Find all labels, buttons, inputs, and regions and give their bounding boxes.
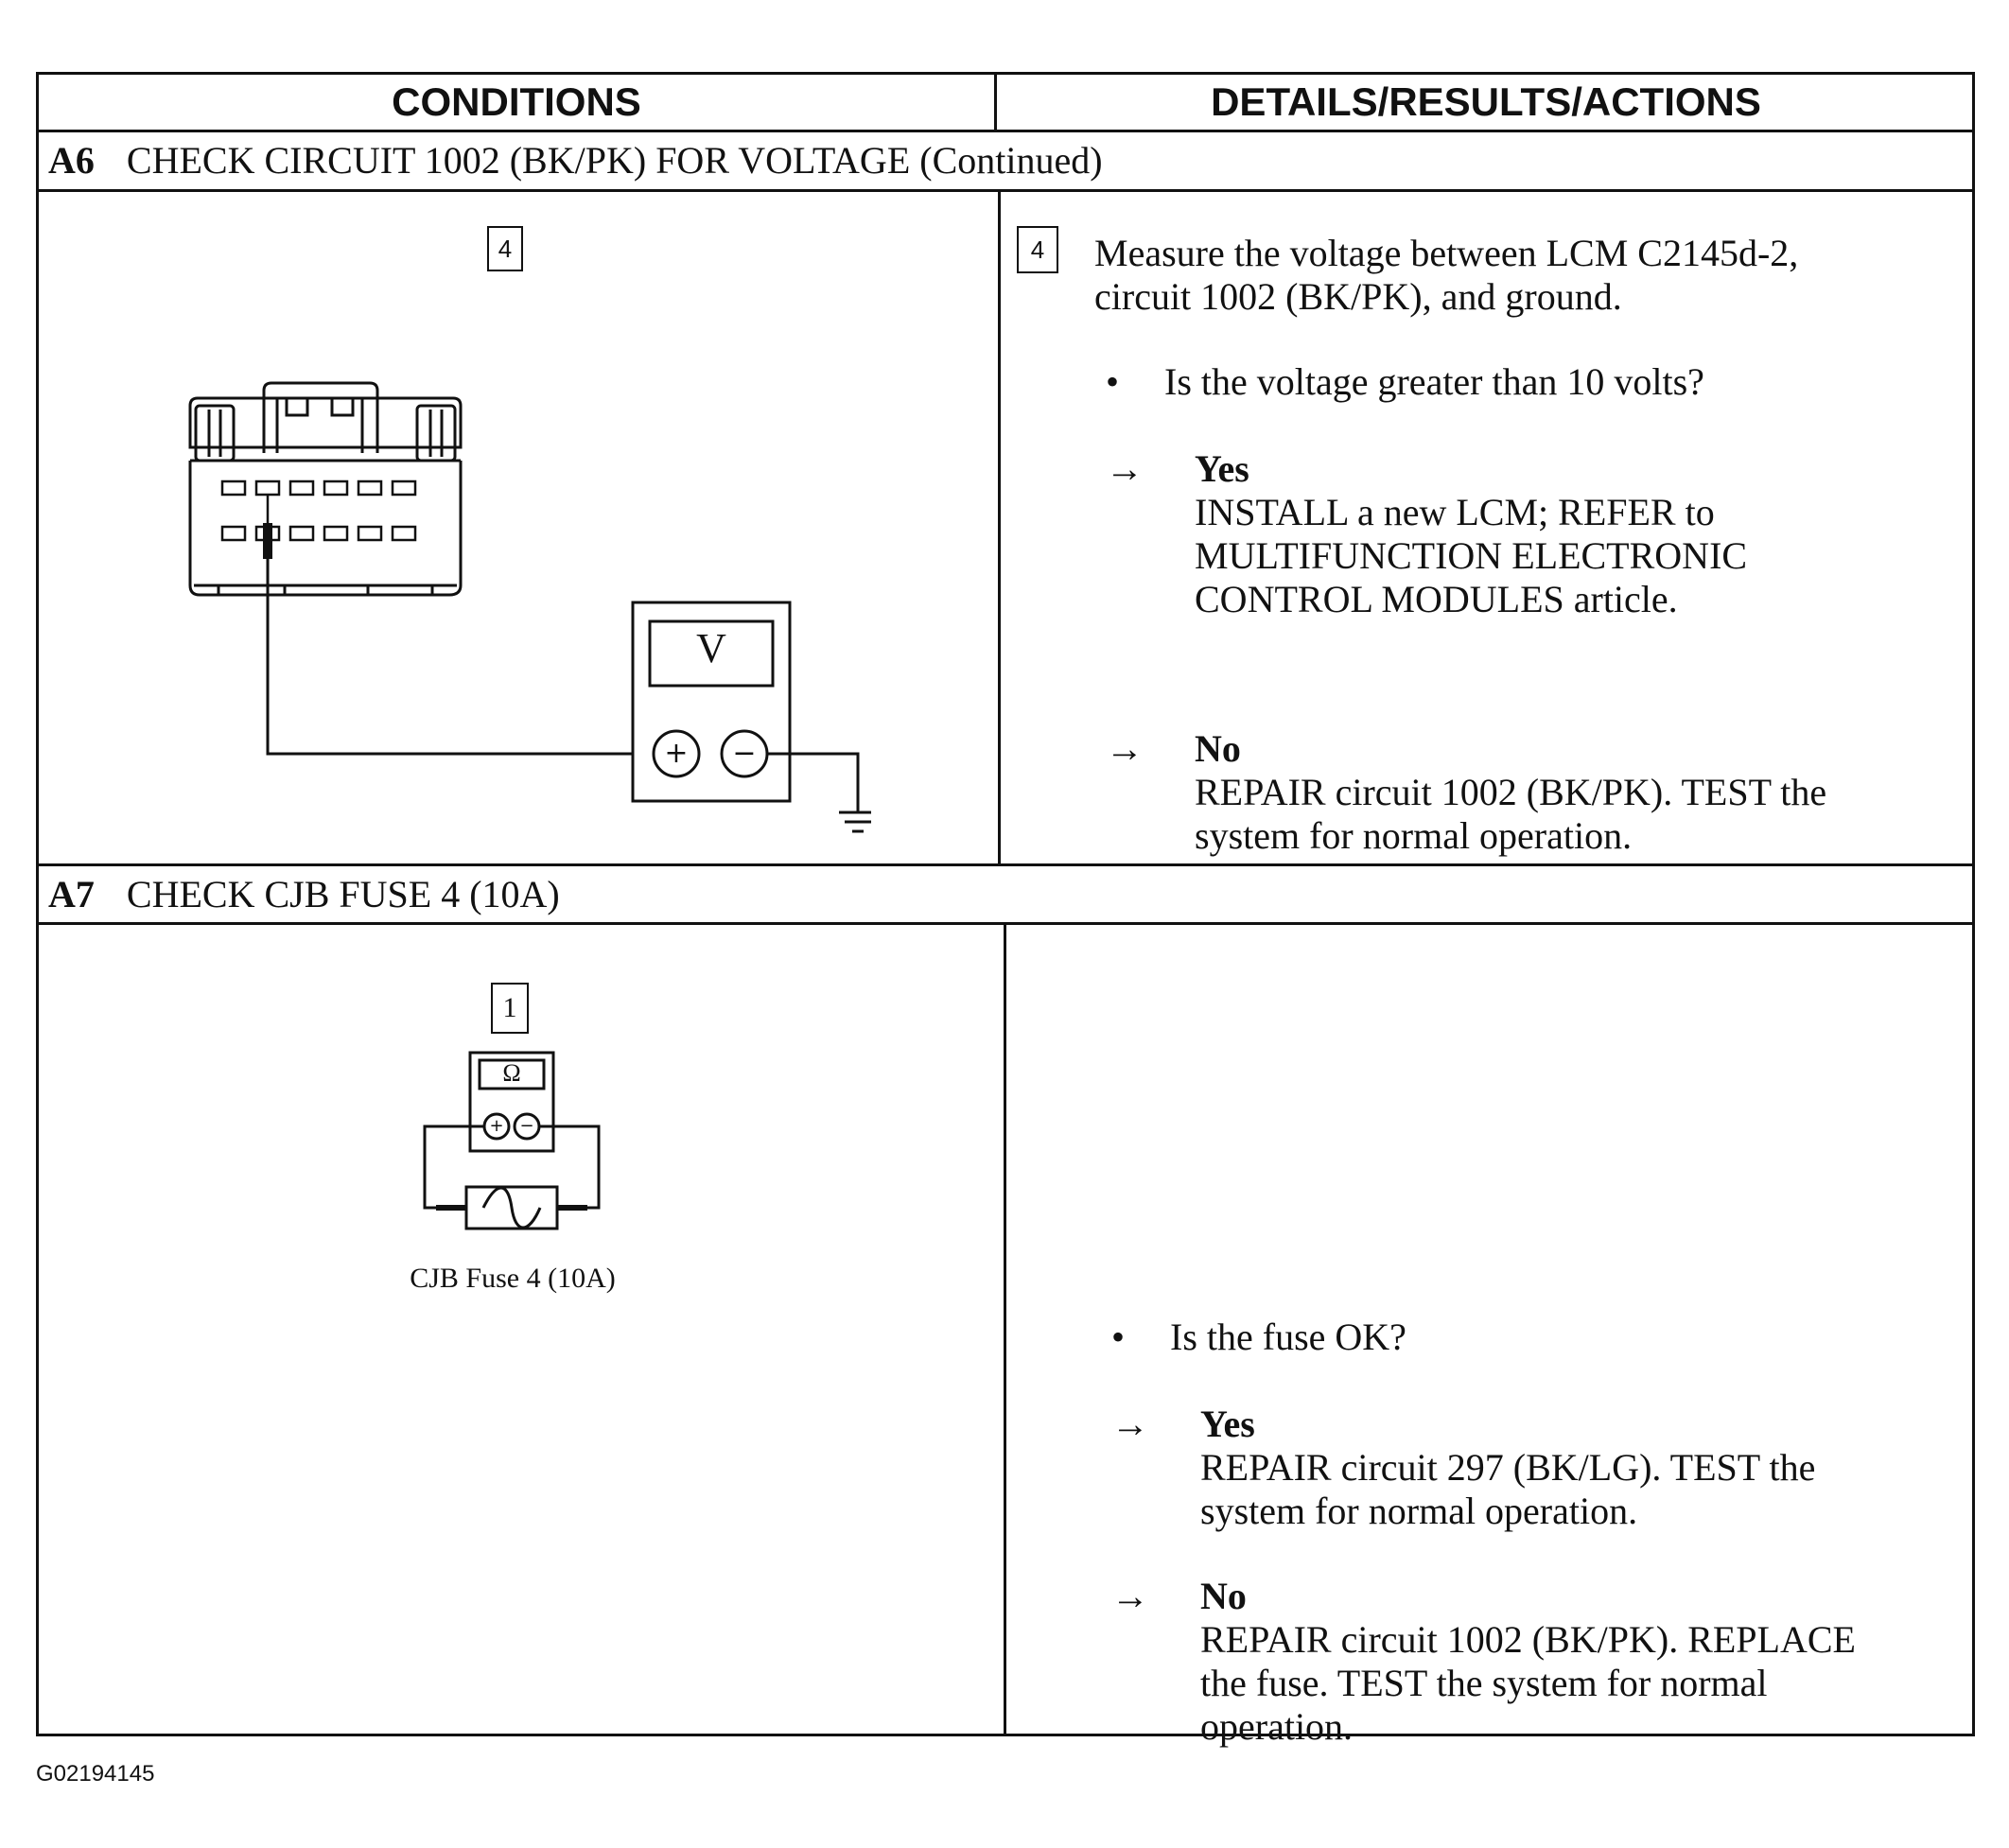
connector-pins bbox=[220, 479, 417, 542]
details-header: DETAILS/RESULTS/ACTIONS bbox=[1211, 79, 1761, 124]
a6-no-line-2: system for normal operation. bbox=[1195, 814, 1633, 857]
a7-column-divider bbox=[1004, 922, 1006, 1736]
a7-yes-line-2: system for normal operation. bbox=[1200, 1490, 1638, 1532]
a6-no-arrow-icon: → bbox=[1106, 727, 1144, 770]
a6-yes-label: Yes bbox=[1195, 447, 1249, 490]
a7-no-line-2: the fuse. TEST the system for normal bbox=[1200, 1662, 1768, 1704]
voltmeter bbox=[631, 601, 871, 833]
a6-no-result: No REPAIR circuit 1002 (BK/PK). TEST the… bbox=[1195, 727, 1826, 858]
a6-figure-step-number: 4 bbox=[487, 226, 523, 271]
a7-figure-step-number: 1 bbox=[491, 983, 529, 1034]
a6-question: Is the voltage greater than 10 volts? bbox=[1164, 360, 1704, 403]
a7-step-title: A7 CHECK CJB FUSE 4 (10A) bbox=[48, 866, 560, 923]
a6-no-line-1: REPAIR circuit 1002 (BK/PK). TEST the bbox=[1195, 771, 1827, 813]
a6-question-bullet: • bbox=[1106, 360, 1120, 403]
a6-no-label: No bbox=[1195, 727, 1241, 770]
ohmmeter bbox=[423, 1051, 601, 1210]
test-probe bbox=[263, 495, 633, 756]
a7-no-result: No REPAIR circuit 1002 (BK/PK). REPLACE … bbox=[1200, 1575, 1856, 1749]
a6-yes-arrow-icon: → bbox=[1106, 447, 1144, 490]
a6-yes-line-1: INSTALL a new LCM; REFER to bbox=[1195, 491, 1715, 533]
a7-step-id: A7 bbox=[48, 873, 95, 915]
a7-yes-line-1: REPAIR circuit 297 (BK/LG). TEST the bbox=[1200, 1446, 1816, 1489]
a7-step-text: CHECK CJB FUSE 4 (10A) bbox=[126, 873, 560, 915]
header-column-divider bbox=[994, 75, 997, 132]
a6-instruction-line-2: circuit 1002 (BK/PK), and ground. bbox=[1094, 275, 1622, 318]
a6-step-title: A6 CHECK CIRCUIT 1002 (BK/PK) FOR VOLTAGE… bbox=[48, 132, 1103, 189]
header-divider bbox=[39, 130, 1972, 132]
conditions-header: CONDITIONS bbox=[392, 79, 641, 124]
ohmmeter-display-label: Ω bbox=[502, 1059, 521, 1087]
fuse-icon bbox=[436, 1185, 587, 1230]
ohm-plus-terminal-symbol: + bbox=[489, 1116, 504, 1136]
lcm-connector bbox=[188, 381, 463, 597]
a6-step-text: CHECK CIRCUIT 1002 (BK/PK) FOR VOLTAGE (… bbox=[126, 139, 1103, 182]
ohm-minus-terminal-symbol: − bbox=[519, 1116, 534, 1136]
a6-title-divider bbox=[39, 189, 1972, 192]
a6-yes-line-3: CONTROL MODULES article. bbox=[1195, 578, 1678, 620]
a6-yes-line-2: MULTIFUNCTION ELECTRONIC bbox=[1195, 534, 1748, 577]
a6-instruction-line-1: Measure the voltage between LCM C2145d-2… bbox=[1094, 232, 1799, 274]
a7-yes-label: Yes bbox=[1200, 1403, 1255, 1445]
voltmeter-connector-diagram bbox=[188, 381, 871, 833]
a7-question-bullet: • bbox=[1111, 1316, 1126, 1358]
plus-terminal-symbol: + bbox=[664, 737, 689, 770]
figure-id: G02194145 bbox=[36, 1761, 155, 1787]
a7-no-line-1: REPAIR circuit 1002 (BK/PK). REPLACE bbox=[1200, 1618, 1856, 1661]
voltmeter-display-label: V bbox=[696, 625, 726, 671]
a6-yes-result: Yes INSTALL a new LCM; REFER to MULTIFUN… bbox=[1195, 447, 1747, 621]
a6-bottom-divider bbox=[39, 863, 1972, 866]
minus-terminal-symbol: − bbox=[732, 737, 757, 770]
a6-column-divider bbox=[998, 189, 1001, 866]
a6-instruction: Measure the voltage between LCM C2145d-2… bbox=[1094, 232, 1798, 319]
a6-step-id: A6 bbox=[48, 139, 95, 182]
a7-yes-arrow-icon: → bbox=[1111, 1403, 1149, 1445]
a7-no-line-3: operation. bbox=[1200, 1705, 1354, 1748]
a6-details-step-number: 4 bbox=[1017, 226, 1058, 273]
a7-question: Is the fuse OK? bbox=[1170, 1316, 1406, 1358]
a7-no-arrow-icon: → bbox=[1111, 1575, 1149, 1617]
fuse-caption: CJB Fuse 4 (10A) bbox=[410, 1263, 616, 1294]
ohmmeter-fuse-diagram bbox=[423, 1051, 601, 1230]
a7-yes-result: Yes REPAIR circuit 297 (BK/LG). TEST the… bbox=[1200, 1403, 1815, 1533]
a7-no-label: No bbox=[1200, 1575, 1247, 1617]
